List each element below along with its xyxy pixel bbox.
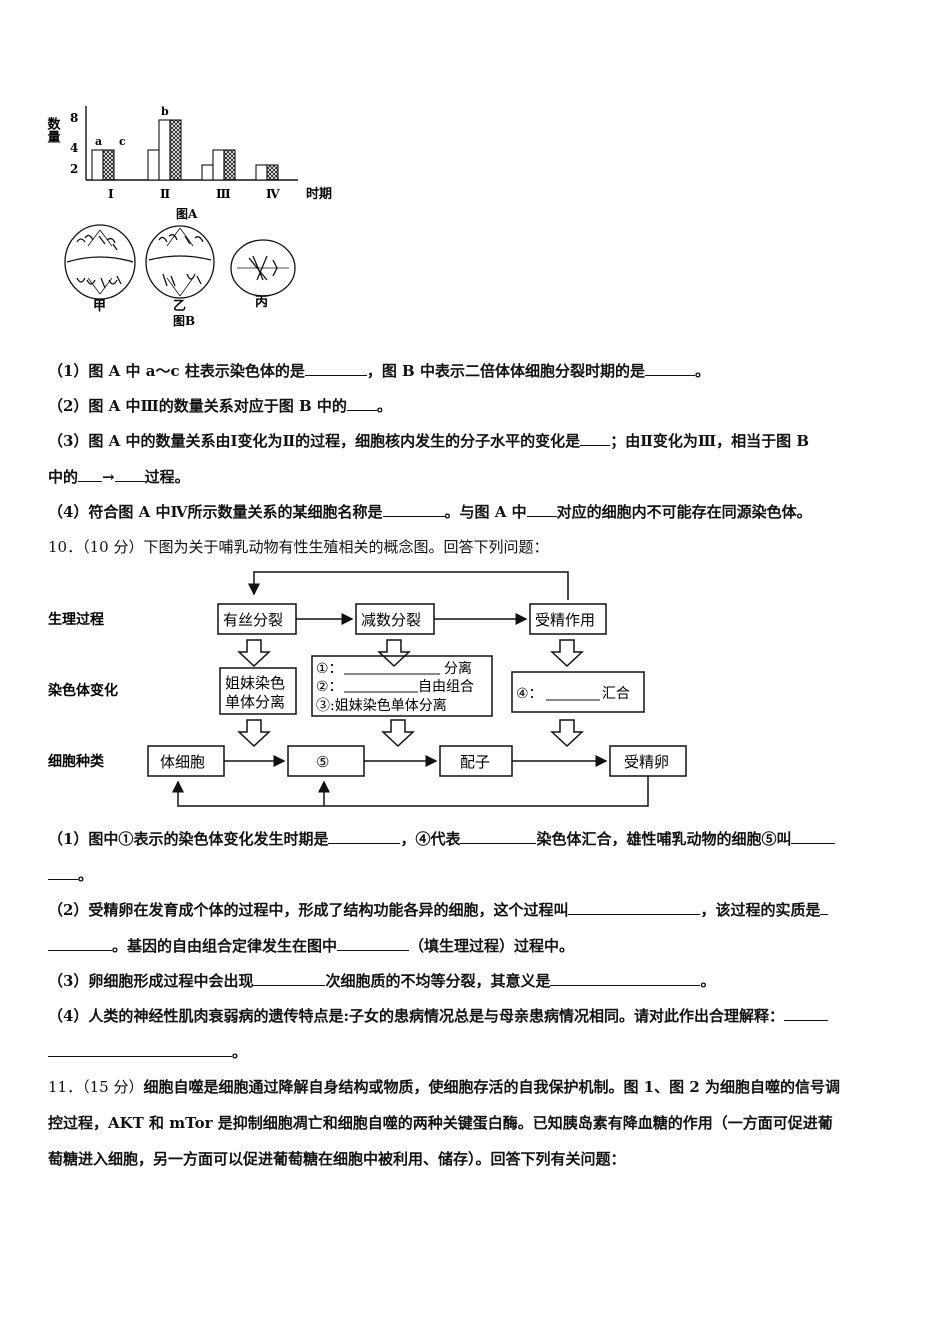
cell-bing-drawing (230, 239, 296, 297)
q10-part2-cont: 。基因的自由组合定律发生在图中（填生理过程）过程中。 (48, 935, 574, 956)
answer-blank[interactable] (644, 361, 695, 376)
figure-a-chart: 数量 8 4 2 Ⅰ Ⅱ Ⅲ Ⅳ 时期 a b c 图A (45, 105, 333, 221)
bar-b-2 (158, 119, 171, 181)
answer-blank[interactable] (550, 971, 701, 986)
figure-a-ytick-8: 8 (70, 111, 78, 125)
q10-part1-cont: 。 (48, 864, 93, 885)
bar-c-4 (266, 164, 279, 181)
bar-b-3 (212, 149, 225, 181)
bar-c-1 (102, 149, 115, 181)
bar-c-3 (223, 149, 236, 181)
cm-fert-change-b: 汇合 (602, 686, 630, 702)
answer-blank[interactable] (382, 502, 445, 517)
q10-part1: （1）图中①表示的染色体变化发生时期是，④代表染色体汇合，雄性哺乳动物的细胞⑤叫 (48, 828, 836, 849)
cm-row-label-chromosome: 染色体变化 (48, 682, 118, 699)
q9-part3: （3）图 A 中的数量关系由Ⅰ变化为Ⅱ的过程，细胞核内发生的分子水平的变化是；由… (48, 431, 809, 450)
figure-a-xtick-3: Ⅲ (216, 187, 231, 201)
cm-meiosis: 减数分裂 (361, 611, 421, 629)
cell-label-yi: 乙 (173, 299, 186, 314)
cm-mitosis: 有丝分裂 (223, 611, 283, 629)
q9-part1: （1）图 A 中 a～c 柱表示染色体的是，图 B 中表示二倍体体细胞分裂时期的… (48, 361, 710, 380)
q10-part4: （4）人类的神经性肌肉衰弱病的遗传特点是:子女的患病情况总是与母亲患病情况相同。… (48, 1005, 828, 1026)
answer-blank[interactable] (460, 829, 537, 844)
concept-map: 生理过程 染色体变化 细胞种类 有丝分裂 减数分裂 受精作用 姐妹染色 单体分离… (48, 571, 687, 807)
cm-mitosis-change-1: 姐妹染色 (225, 674, 285, 692)
q9-part4: （4）符合图 A 中Ⅳ所示数量关系的某细胞名称是。与图 A 中对应的细胞内不可能… (48, 502, 812, 521)
figure-a-letter-b: b (161, 105, 169, 118)
figure-a-xtick-1: Ⅰ (108, 187, 114, 201)
q10-part3: （3）卵细胞形成过程中会出现次细胞质的不均等分裂，其意义是。 (48, 971, 716, 990)
answer-blank[interactable] (328, 829, 401, 844)
q9-part3-cont: 中的→过程。 (48, 467, 190, 486)
answer-blank[interactable] (580, 431, 611, 446)
answer-blank[interactable] (48, 1042, 232, 1057)
cell-yi-drawing (145, 225, 215, 299)
cm-cell-zygote: 受精卵 (624, 753, 669, 771)
figure-a-xtick-4: Ⅳ (266, 187, 280, 201)
figure-a-letter-c: c (119, 135, 126, 148)
cell-label-jia: 甲 (93, 299, 106, 314)
bar-a-3 (201, 164, 214, 181)
cm-cell-5: ⑤ (316, 753, 329, 771)
answer-blank[interactable] (820, 900, 829, 915)
cm-row-label-cell: 细胞种类 (48, 753, 105, 770)
answer-blank[interactable] (48, 936, 112, 951)
answer-blank[interactable] (304, 361, 367, 376)
bar-c-2 (169, 119, 182, 181)
answer-blank[interactable] (526, 502, 557, 517)
q9-part2: （2）图 A 中Ⅲ的数量关系对应于图 B 中的。 (48, 396, 392, 415)
answer-blank[interactable] (78, 467, 103, 482)
cm-fert-change-a: ④： (516, 686, 543, 702)
figure-a-y-label: 数量 (45, 116, 61, 144)
figure-a-ytick-4: 4 (70, 141, 78, 155)
q10-head: 10．（10 分）下图为关于哺乳动物有性生殖相关的概念图。回答下列问题： (48, 538, 549, 556)
answer-blank[interactable] (568, 900, 701, 915)
cell-jia-drawing (64, 224, 136, 300)
answer-blank[interactable] (346, 396, 377, 411)
answer-blank[interactable] (253, 971, 326, 986)
bar-a-4 (255, 164, 268, 181)
figure-a-letter-a: a (95, 135, 102, 148)
bar-a-1 (91, 149, 104, 181)
cm-cell-somatic: 体细胞 (160, 753, 205, 771)
q11-line2: 控过程，AKT 和 mTor 是抑制细胞凋亡和细胞自噬的两种关键蛋白酶。已知胰岛… (48, 1114, 833, 1132)
answer-blank[interactable] (48, 865, 78, 880)
figure-b-caption: 图B (173, 314, 195, 328)
cm-fertilization: 受精作用 (535, 611, 595, 629)
cm-meiosis-change-1: ①： (316, 661, 343, 677)
cm-cell-gamete: 配子 (460, 753, 490, 771)
figure-b-cells: 甲 乙 丙 图B (64, 224, 296, 328)
cm-mitosis-change-2: 单体分离 (225, 693, 285, 711)
answer-blank[interactable] (114, 467, 145, 482)
figure-a-ytick-2: 2 (70, 162, 78, 176)
figure-a-x-label: 时期 (306, 186, 332, 202)
q10-part4-cont: 。 (48, 1041, 247, 1062)
cell-label-bing: 丙 (255, 295, 268, 310)
cm-meiosis-change-1b: 分离 (444, 660, 472, 677)
cm-meiosis-change-3: ③:姐妹染色单体分离 (316, 697, 447, 714)
cm-meiosis-change-2: ②： (316, 679, 343, 695)
bar-a-2 (147, 149, 160, 181)
q11-line1: 11．（15 分）细胞自噬是细胞通过降解自身结构或物质，使细胞存活的自我保护机制… (48, 1078, 840, 1096)
q11-line3: 萄糖进入细胞，另一方面可以促进葡萄糖在细胞中被利用、储存）。回答下列有关问题： (48, 1150, 626, 1168)
answer-blank[interactable] (783, 1006, 828, 1021)
cm-meiosis-change-2b: 自由组合 (418, 679, 474, 695)
cm-row-label-process: 生理过程 (48, 611, 104, 628)
answer-blank[interactable] (337, 936, 410, 951)
figure-a-caption: 图A (176, 207, 198, 221)
answer-blank[interactable] (791, 829, 836, 844)
figure-a-xtick-2: Ⅱ (160, 187, 170, 201)
q10-part2: （2）受精卵在发育成个体的过程中，形成了结构功能各异的细胞，这个过程叫，该过程的… (48, 899, 829, 920)
